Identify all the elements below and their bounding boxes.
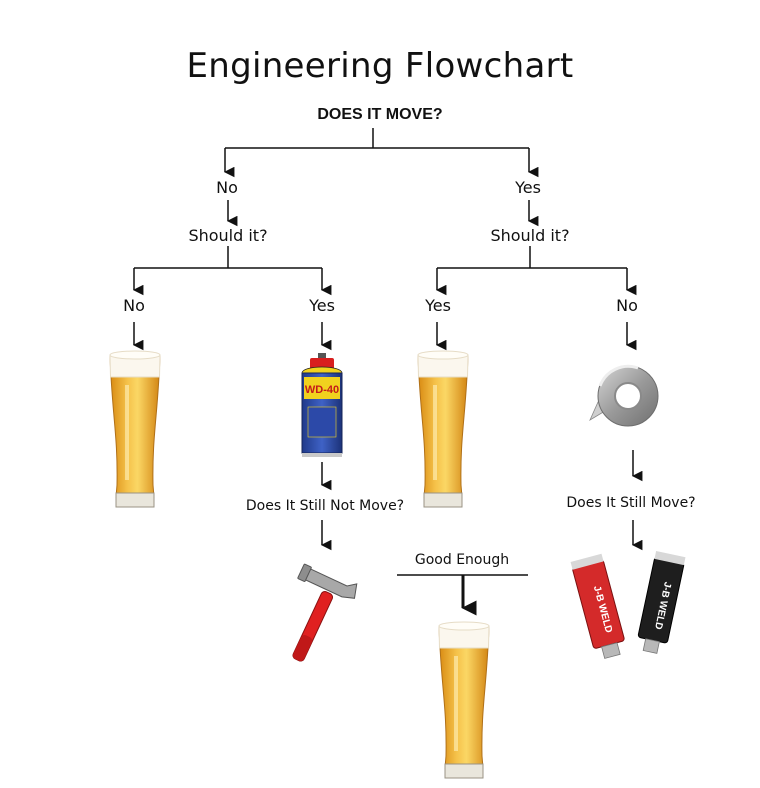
hammer-icon xyxy=(292,563,358,662)
question-should-it-left: Should it? xyxy=(188,226,268,245)
answer-no: No xyxy=(216,178,238,197)
jb-weld-red-tube-icon: J-B WELD xyxy=(570,553,625,659)
wd40-can-icon: WD-40 xyxy=(301,353,343,457)
answer-left-no: No xyxy=(123,296,145,315)
page-title: Engineering Flowchart xyxy=(186,46,574,86)
answer-yes: Yes xyxy=(515,178,541,197)
question-still-move: Does It Still Move? xyxy=(566,495,696,511)
root-question: DOES IT MOVE? xyxy=(317,106,443,123)
answer-right-yes: Yes xyxy=(425,296,451,315)
label-good-enough: Good Enough xyxy=(414,552,510,568)
answer-left-yes: Yes xyxy=(309,296,335,315)
question-still-not-move: Does It Still Not Move? xyxy=(245,498,405,514)
beer-glass-icon xyxy=(417,350,469,508)
jb-weld-black-tube-icon: J-B WELD xyxy=(637,551,686,654)
connector-lines xyxy=(132,128,643,616)
answer-right-no: No xyxy=(616,296,638,315)
question-should-it-right: Should it? xyxy=(490,226,570,245)
beer-glass-icon xyxy=(109,350,161,508)
beer-glass-icon xyxy=(438,621,490,779)
duct-tape-icon xyxy=(589,364,659,427)
wd40-label: WD-40 xyxy=(305,384,339,396)
